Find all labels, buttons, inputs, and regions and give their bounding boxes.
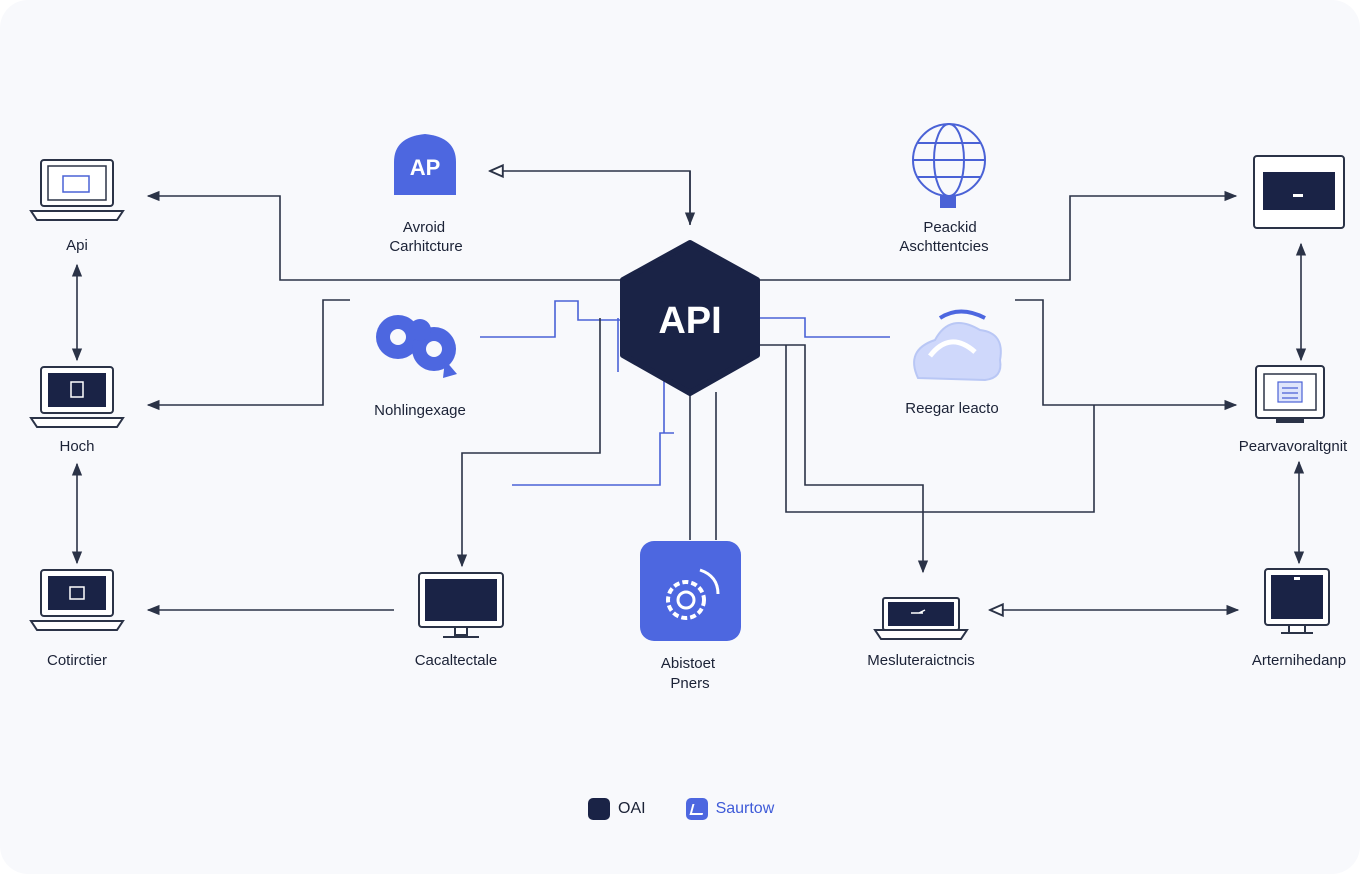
- connector-right-return: [785, 345, 1095, 513]
- connector-right-mid: [1015, 299, 1238, 411]
- legend-label-saurtow: Saurtow: [715, 800, 775, 817]
- label-reegar-leacto: Reegar leacto: [905, 400, 999, 417]
- ap-cloud-icon: AP: [394, 134, 456, 195]
- device-right-mid: [1255, 365, 1325, 423]
- globe-icon: [912, 123, 986, 208]
- connector-to-cacaltectale: [456, 318, 601, 568]
- label-peackid: Peackid: [923, 219, 977, 236]
- label-left-hoch: Hoch: [59, 438, 95, 455]
- device-bottom-mesluteraictncis: [873, 597, 969, 640]
- label-pners: Pners: [670, 675, 710, 692]
- api-hub: API: [620, 240, 760, 396]
- cloud-icon: [913, 309, 1002, 382]
- legend-label-oai: OAI: [618, 800, 646, 817]
- gear-icon: [640, 541, 741, 641]
- connectors: [71, 171, 1307, 610]
- label-arternihedanp: Arternihedanp: [1251, 652, 1347, 669]
- label-pearvavoraltgnit: Pearvavoraltgnit: [1238, 438, 1348, 455]
- device-left-hoch: [29, 366, 125, 428]
- label-nohlingexage: Nohlingexage: [374, 402, 466, 419]
- label-mesluteraictncis: Mesluteraictncis: [867, 652, 975, 669]
- connector-to-mesluteraictncis: [757, 344, 929, 574]
- connector-hub-to-left-api: [146, 190, 625, 281]
- legend: OAI Saurtow: [588, 798, 774, 820]
- device-bottom-cacaltectale: [418, 572, 504, 638]
- gears-icon: [376, 315, 457, 378]
- label-avroid: Avroid: [402, 219, 446, 236]
- connector-hub-to-top-ap: [490, 171, 691, 225]
- ap-badge-label: AP: [410, 155, 441, 180]
- label-aschttentcies: Aschttentcies: [899, 238, 989, 255]
- legend-item-saurtow: Saurtow: [685, 798, 775, 820]
- device-right-bottom: [1264, 568, 1330, 634]
- label-left-api: Api: [66, 237, 88, 254]
- legend-swatch-dark: [588, 798, 610, 820]
- label-left-cotirctier: Cotirctier: [46, 652, 108, 669]
- label-cacaltectale: Cacaltectale: [414, 652, 498, 669]
- connector-hub-to-right-top: [757, 190, 1238, 281]
- device-left-cotirctier: [29, 569, 125, 631]
- device-left-api: [29, 159, 125, 221]
- label-carhitcture: Carhitcture: [389, 238, 463, 255]
- legend-item-oai: OAI: [588, 798, 646, 820]
- legend-swatch-blue: [685, 798, 708, 820]
- connector-left-hoch: [146, 299, 350, 411]
- label-abistoet: Abistoet: [660, 655, 716, 672]
- connector-mid-blue-right: [757, 317, 890, 338]
- connector-mid-blue-left: [480, 300, 625, 338]
- connector-blue-low: [512, 432, 674, 486]
- device-right-top: [1253, 155, 1345, 229]
- api-hub-label: API: [658, 300, 721, 342]
